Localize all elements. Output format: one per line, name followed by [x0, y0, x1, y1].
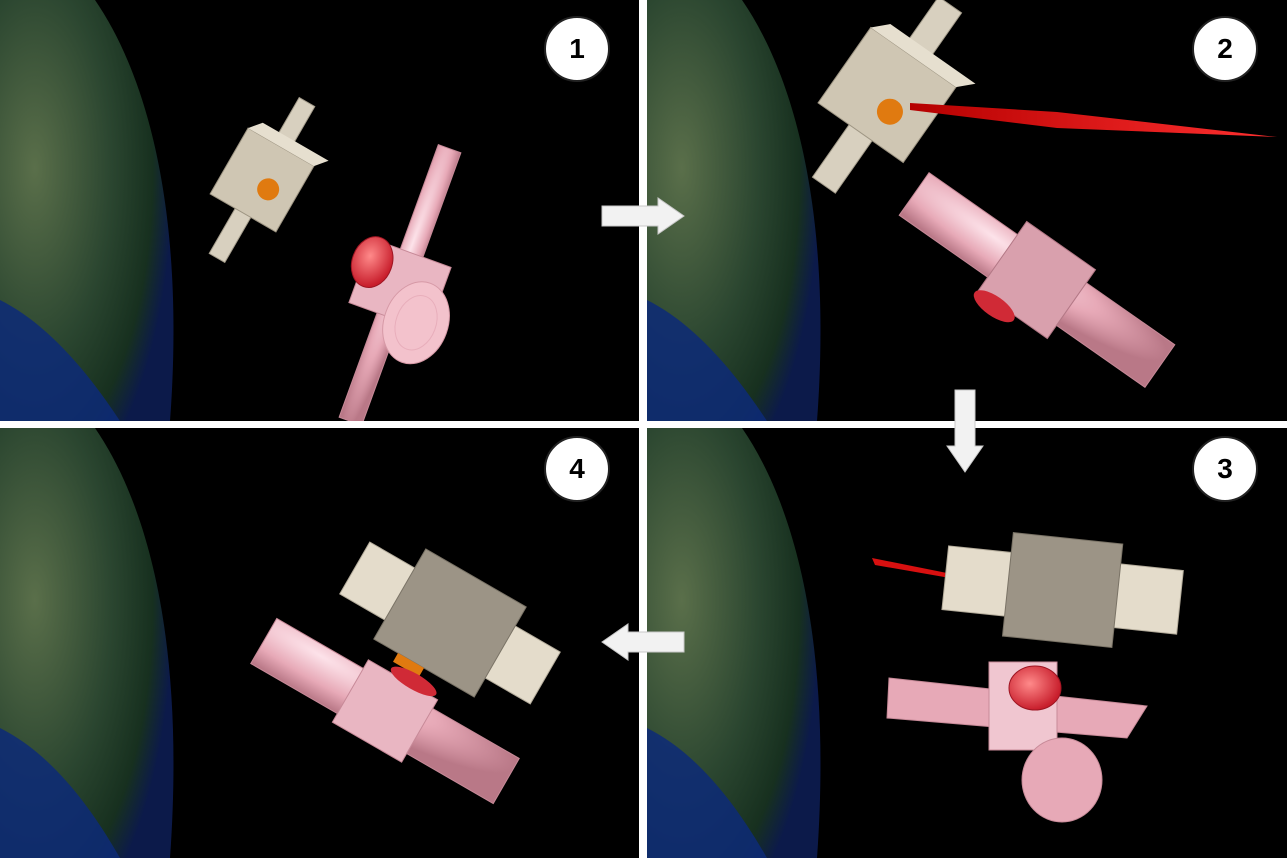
target-satellite	[941, 532, 1184, 649]
flow-arrow-down	[946, 389, 984, 473]
laser-beam	[910, 103, 1277, 137]
earth-limb	[0, 0, 174, 421]
step-badge-3: 3	[1192, 436, 1258, 502]
earth-limb	[647, 0, 821, 421]
flow-arrow-right	[601, 197, 685, 235]
panel-3-scene	[647, 428, 1184, 858]
laser-beam	[872, 558, 950, 578]
flow-arrow-left	[601, 623, 685, 661]
earth-limb	[0, 428, 174, 858]
panel-4-scene	[0, 428, 561, 858]
target-satellite	[339, 541, 561, 705]
step-badge-1: 1	[544, 16, 610, 82]
vertical-divider	[639, 0, 647, 858]
target-satellite	[208, 96, 329, 264]
step-badge-2: 2	[1192, 16, 1258, 82]
earth-limb	[647, 428, 821, 858]
panel-2: 2	[647, 0, 1287, 421]
panel-1: 1	[0, 0, 639, 421]
panel-4: 4	[0, 428, 639, 858]
step-badge-4: 4	[544, 436, 610, 502]
servicer-satellite	[338, 143, 462, 421]
servicer-satellite	[886, 661, 1148, 823]
panel-1-scene	[0, 0, 462, 421]
panel-2-scene	[647, 0, 1277, 421]
horizontal-divider	[0, 421, 1287, 428]
servicer-satellite	[898, 171, 1176, 389]
panel-3: 3	[647, 428, 1287, 858]
servicer-satellite	[250, 617, 520, 805]
target-satellite	[811, 0, 976, 194]
